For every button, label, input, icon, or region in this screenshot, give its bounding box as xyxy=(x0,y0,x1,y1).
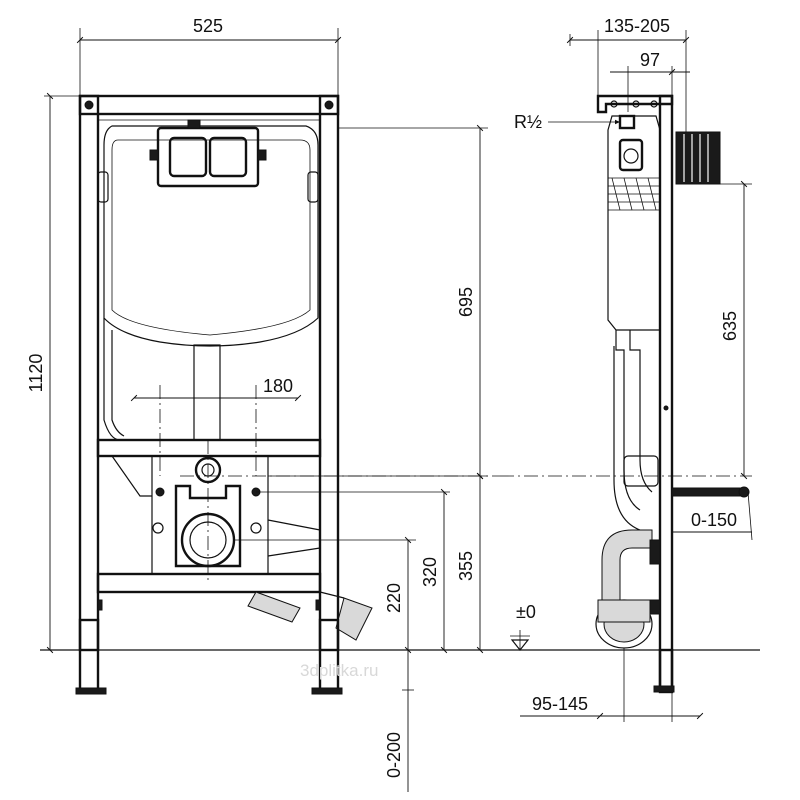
side-upright xyxy=(658,94,674,694)
dim-635: 635 xyxy=(720,311,740,341)
drain-elbow xyxy=(247,591,301,623)
dim-95-145: 95-145 xyxy=(532,694,588,714)
side-drain xyxy=(601,529,653,601)
dim-320: 320 xyxy=(420,557,440,587)
dim-135-205: 135-205 xyxy=(604,16,670,36)
middle-rail xyxy=(96,438,322,458)
dim-180: 180 xyxy=(263,376,293,396)
mount-hole-tr xyxy=(324,100,334,110)
wall-bracket xyxy=(675,131,721,185)
dim-695: 695 xyxy=(456,287,476,317)
cistern-side xyxy=(607,115,661,331)
bottom-rail xyxy=(96,572,322,594)
front-dimensions: 525 1120 695 355 320 220 0-200 180 xyxy=(26,16,500,792)
right-upright xyxy=(318,94,340,652)
cistern-body xyxy=(103,125,319,347)
foot-right xyxy=(318,618,340,694)
watermark: 3dplitka.ru xyxy=(300,661,378,680)
foot-left xyxy=(78,618,100,694)
dim-525: 525 xyxy=(193,16,223,36)
flush-button-right xyxy=(208,136,248,178)
front-view xyxy=(75,94,373,695)
left-upright xyxy=(78,94,100,652)
dim-0-200: 0-200 xyxy=(384,732,404,778)
side-view xyxy=(595,94,750,694)
dim-355: 355 xyxy=(456,551,476,581)
thread-label: R½ xyxy=(514,112,542,132)
floor-level-symbol xyxy=(510,630,530,651)
dim-220: 220 xyxy=(384,583,404,613)
flush-button-left xyxy=(168,136,208,178)
dim-1120: 1120 xyxy=(26,354,46,393)
inlet-hose xyxy=(671,487,743,497)
top-rail xyxy=(78,94,340,116)
mount-hole-tl xyxy=(84,100,94,110)
flush-plate-frame xyxy=(156,126,260,188)
dim-97: 97 xyxy=(640,50,660,70)
dim-0-150: 0-150 xyxy=(691,510,737,530)
side-dimensions: 135-205 97 R½ 635 0-150 95-145 ±0 xyxy=(500,16,753,722)
floor-level-label: ±0 xyxy=(516,602,536,622)
